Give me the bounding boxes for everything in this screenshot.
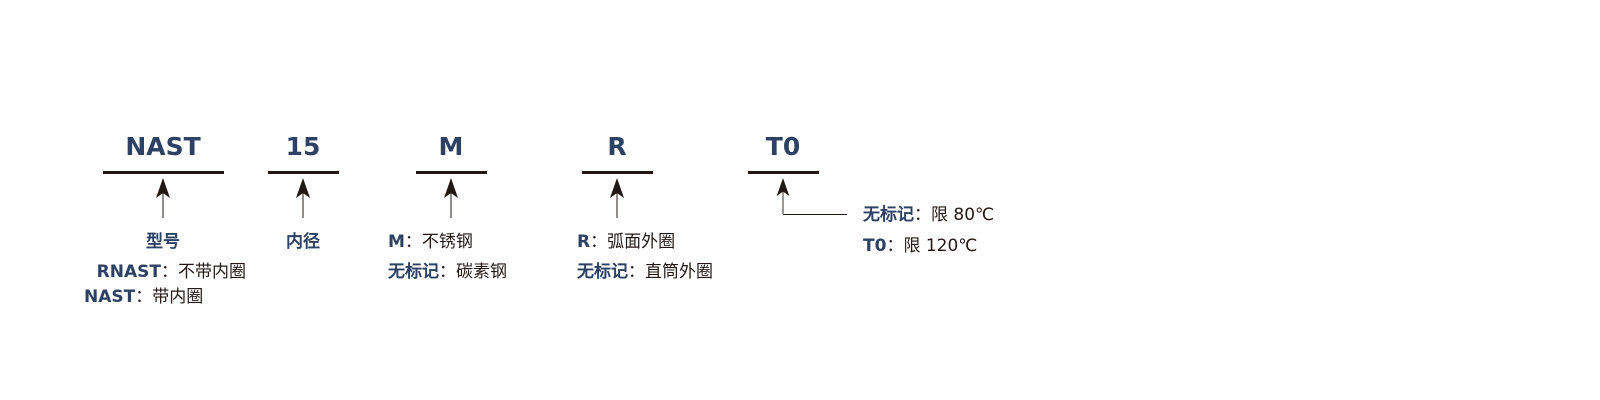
- desc-line: M：不锈钢: [388, 232, 473, 252]
- desc-line: 无标记：碳素钢: [388, 262, 507, 282]
- title-bore: 内径: [286, 232, 320, 252]
- code-temperature: T0: [765, 132, 801, 161]
- desc-line: T0：限 120℃: [863, 236, 978, 256]
- underline-bore: [268, 171, 339, 174]
- arrow-up-icon: [610, 178, 624, 218]
- arrow-up-icon: [156, 178, 170, 218]
- desc-line: 无标记：限 80℃: [863, 205, 995, 225]
- leader-line: [783, 214, 847, 215]
- underline-model: [103, 171, 224, 174]
- code-bore: 15: [285, 132, 321, 161]
- code-outer-ring: R: [607, 132, 627, 161]
- arrow-up-icon: [296, 178, 310, 218]
- title-model: 型号: [146, 232, 180, 252]
- desc-line: NAST：带内圈: [84, 287, 204, 307]
- desc-line: 无标记：直筒外圈: [577, 262, 713, 282]
- underline-outer-ring: [582, 171, 653, 174]
- arrow-up-icon: [444, 178, 458, 218]
- underline-temperature: [748, 171, 819, 174]
- underline-material: [416, 171, 487, 174]
- desc-line: RNAST：不带内圈: [96, 262, 246, 282]
- code-material: M: [438, 132, 464, 161]
- code-model: NAST: [125, 132, 201, 161]
- arrow-up-icon: [776, 178, 790, 214]
- desc-line: R：弧面外圈: [577, 232, 676, 252]
